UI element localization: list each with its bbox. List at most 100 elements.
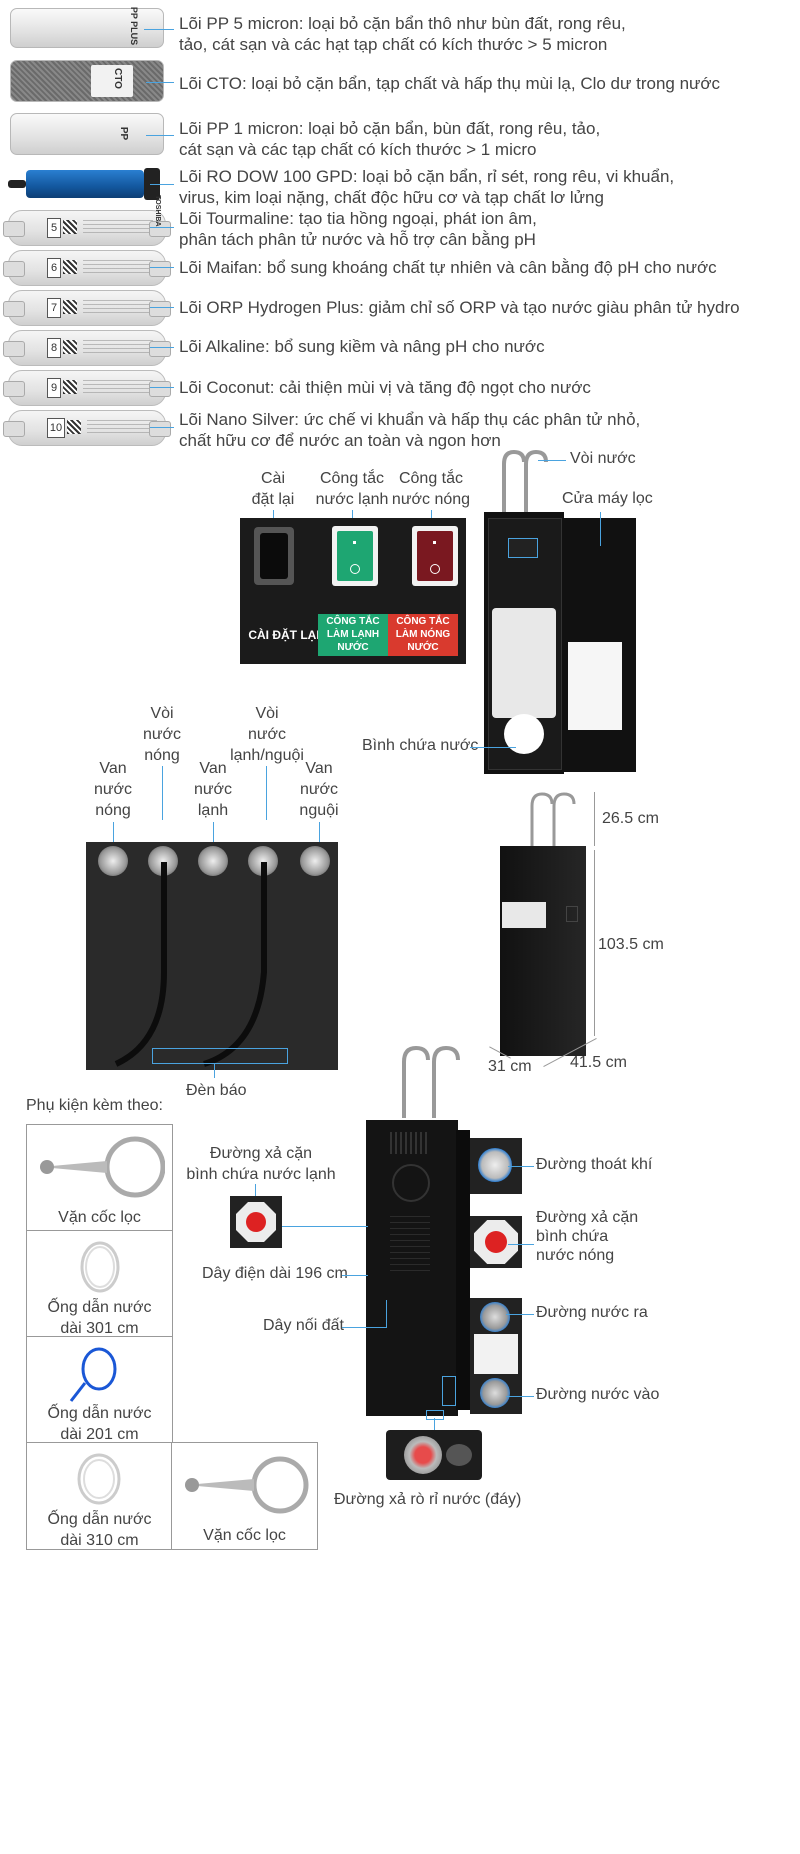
filter-pp1-image: PP — [10, 113, 164, 155]
dim-body — [500, 846, 586, 1056]
label-line: lạnh/nguội — [230, 747, 304, 764]
badge-line: LÀM NÓNG — [395, 629, 451, 640]
dim-depth: 31 cm — [488, 1058, 532, 1075]
drain-hot-photo — [470, 1216, 522, 1268]
label-line: nước — [142, 726, 182, 743]
hot-switch[interactable] — [412, 526, 458, 586]
indicator-lights — [152, 1048, 288, 1064]
switch-panel: CÀI ĐẶT LẠI CÔNG TẮC LÀM LẠNH NƯỚC CÔNG … — [240, 518, 466, 664]
filter-label-line: tảo, cát sạn và các hạt tạp chất có kích… — [179, 35, 608, 54]
label-line: nước — [193, 781, 233, 798]
filter-brand: CTO — [111, 68, 123, 89]
badge-line: NƯỚC — [337, 642, 369, 653]
filter-maifan-label: Lõi Maifan: bổ sung khoáng chất tự nhiên… — [179, 257, 717, 278]
filter-number: 9 — [47, 378, 61, 398]
filter-ro-image — [8, 166, 164, 202]
label-line: nóng — [95, 802, 131, 819]
inline-brand: TOSHIBA — [153, 195, 161, 227]
cold-switch[interactable] — [332, 526, 378, 586]
label-line: Đường xả cặn — [536, 1209, 639, 1226]
dim-faucets — [530, 792, 576, 846]
door-label: Cửa máy lọc — [562, 490, 653, 507]
filter-number: 7 — [47, 298, 61, 318]
label-line: dài 310 cm — [60, 1532, 139, 1549]
label-line: Ống dẫn nước — [47, 1511, 152, 1528]
hot-switch-title: Công tắc nước nóng — [391, 468, 471, 510]
badge-line: NƯỚC — [407, 642, 439, 653]
filter-pp1-label: Lõi PP 1 micron: loại bỏ cặn bẩn, bùn đấ… — [179, 118, 600, 160]
filter-ro-label: Lõi RO DOW 100 GPD: loại bỏ cặn bẩn, rỉ … — [179, 166, 674, 208]
power-cord-label: Dây điện dài 196 cm — [202, 1265, 348, 1282]
filter-label-line: phân tách phân tử nước và hỗ trợ cân bằn… — [179, 230, 536, 249]
accessory-label: Ống dẫn nước dài 310 cm — [27, 1509, 172, 1551]
filter-brand: PP — [118, 126, 130, 141]
filter-coconut-label: Lõi Coconut: cải thiện mùi vị và tăng độ… — [179, 377, 591, 398]
filter-label-line: Lõi RO DOW 100 GPD: loại bỏ cặn bẩn, rỉ … — [179, 167, 675, 186]
label-line: bình chứa — [536, 1228, 609, 1245]
cabinet-door[interactable] — [562, 518, 636, 772]
filter-label-line: Lõi Alkaline: bổ sung kiềm và nâng pH ch… — [179, 337, 545, 356]
label-line: nóng — [144, 747, 180, 764]
filter-number: 10 — [47, 418, 65, 438]
cabinet-filters — [492, 608, 556, 718]
title-line: Công tắc — [319, 470, 385, 487]
leak-drain-label: Đường xả rò rỉ nước (đáy) — [334, 1491, 522, 1508]
filter-label-line: cát sạn và các tạp chất có kích thước > … — [179, 140, 537, 159]
title-line: Công tắc — [398, 470, 464, 487]
back-port-stack — [442, 1376, 456, 1406]
drain-cold-label: Đường xả cặn bình chứa nước lạnh — [186, 1143, 336, 1185]
warm-valve-knob[interactable] — [300, 846, 330, 876]
water-out-label: Đường nước ra — [536, 1304, 648, 1321]
filter-brand: PP PLUS — [129, 6, 140, 46]
filter-label-line: Lõi Coconut: cải thiện mùi vị và tăng độ… — [179, 378, 591, 397]
water-in-label: Đường nước vào — [536, 1386, 660, 1403]
label-line: Vòi — [150, 705, 174, 722]
filter-label-line: Lõi ORP Hydrogen Plus: giảm chỉ số ORP v… — [179, 298, 740, 317]
dim-width: 41.5 cm — [570, 1054, 627, 1071]
filter-tourmaline-label: Lõi Tourmaline: tạo tia hồng ngoại, phát… — [179, 208, 537, 250]
tube-coil-icon — [80, 1241, 120, 1293]
label-line: Van — [99, 760, 127, 777]
faucet-label: Vòi nước — [570, 450, 636, 467]
filter-number: 8 — [47, 338, 61, 358]
filter-label-line: Lõi CTO: loại bỏ cặn bẩn, tạp chất và hấ… — [179, 74, 721, 93]
faucet-pipes — [502, 449, 548, 516]
cold-valve-knob[interactable] — [198, 846, 228, 876]
accessory-label: Ống dẫn nước dài 201 cm — [27, 1403, 172, 1445]
dim-top: 26.5 cm — [602, 810, 659, 827]
label-line: lạnh — [197, 802, 229, 819]
air-vent-label: Đường thoát khí — [536, 1156, 653, 1173]
back-fan — [392, 1164, 430, 1202]
accessory-tube-301: Ống dẫn nước dài 301 cm — [26, 1230, 173, 1338]
filter-nanosilver-label: Lõi Nano Silver: ức chế vi khuẩn và hấp … — [179, 409, 640, 451]
wrench-icon — [40, 1136, 165, 1198]
tube-coil-icon — [69, 1347, 117, 1402]
back-bottom-port — [426, 1410, 444, 1420]
back-side-panel — [456, 1130, 470, 1410]
filter-cto-label: Lõi CTO: loại bỏ cặn bẩn, tạp chất và hấ… — [179, 73, 720, 94]
cold-badge: CÔNG TẮC LÀM LẠNH NƯỚC — [318, 614, 388, 656]
reset-switch[interactable] — [254, 527, 294, 585]
accessory-label: Vặn cốc lọc — [58, 1209, 141, 1226]
wrench-icon — [185, 1456, 309, 1514]
hot-valve-label: Van nước nóng — [88, 758, 138, 821]
hot-valve-knob[interactable] — [98, 846, 128, 876]
accessories-title: Phụ kiện kèm theo: — [26, 1097, 163, 1114]
title-line: Cài — [260, 470, 285, 487]
filter-number: 5 — [47, 218, 61, 238]
accessory-tube-310: Ống dẫn nước dài 310 cm — [26, 1442, 173, 1550]
label-line: Van — [305, 760, 333, 777]
drain-cold-plug — [230, 1196, 282, 1248]
filter-pp5-label: Lõi PP 5 micron: loại bỏ cặn bẩn thô như… — [179, 13, 626, 55]
filter-alkaline-image: 8 — [3, 330, 171, 366]
badge-line: LÀM LẠNH — [326, 629, 380, 640]
dim-height: 103.5 cm — [598, 936, 664, 953]
label-line: nước nóng — [536, 1247, 615, 1264]
label-line: Van — [199, 760, 227, 777]
accessory-label: Vặn cốc lọc — [203, 1527, 286, 1544]
label-line: nước — [299, 781, 339, 798]
label-line: bình chứa nước lạnh — [186, 1166, 336, 1183]
hot-badge: CÔNG TẮC LÀM NÓNG NƯỚC — [388, 614, 458, 656]
water-port-photo — [470, 1298, 522, 1414]
filter-tourmaline-image: 5 TOSHIBA — [3, 195, 171, 246]
